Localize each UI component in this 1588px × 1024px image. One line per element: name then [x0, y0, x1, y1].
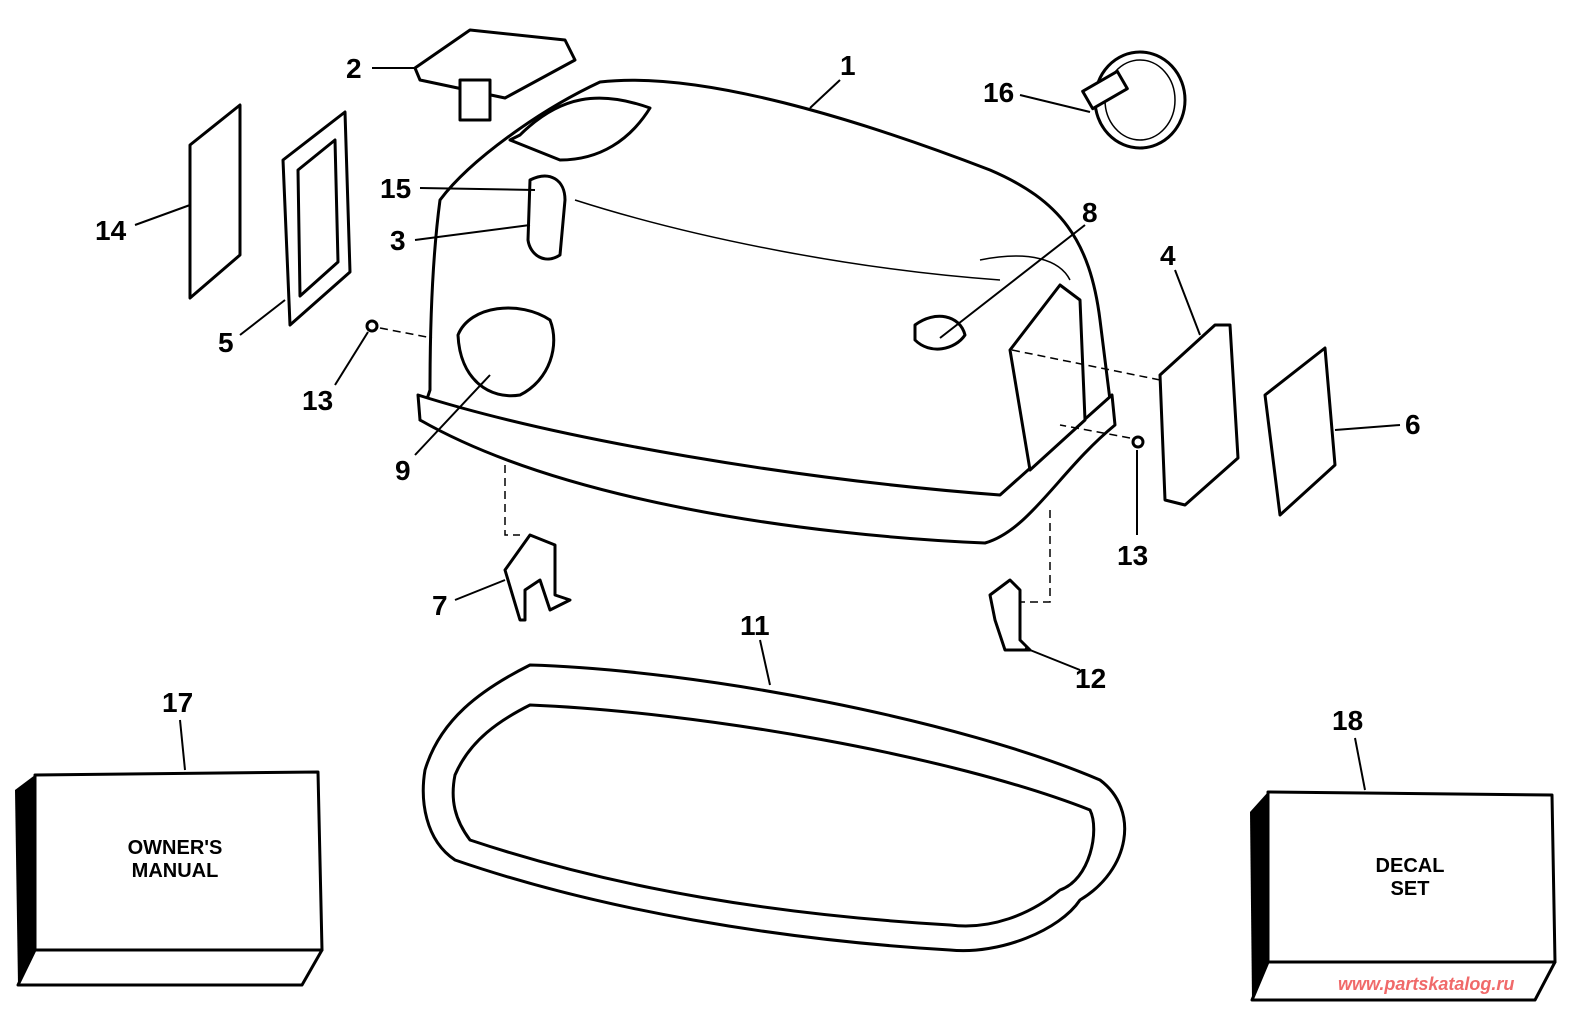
window-part-6[interactable] [1263, 346, 1337, 517]
bracket-part-12[interactable] [988, 578, 1032, 652]
watermark: www.partskatalog.ru [1338, 974, 1514, 994]
leader-lines [134, 67, 1401, 791]
callout-13-left: 13 [302, 385, 333, 416]
callout-3: 3 [390, 225, 406, 256]
callout-17: 17 [162, 687, 193, 718]
callout-12: 12 [1075, 663, 1106, 694]
frame-part-5[interactable] [281, 110, 352, 327]
callout-11: 11 [740, 610, 770, 641]
decal-set-part-18[interactable]: DECAL SET [1250, 790, 1557, 1002]
frame-part-4[interactable] [1158, 323, 1240, 507]
decal-set-line2: SET [1391, 878, 1430, 900]
screw-part-13-right[interactable] [1131, 435, 1145, 449]
screw-part-13-left[interactable] [365, 319, 379, 333]
callout-15: 15 [380, 173, 411, 204]
callout-1: 1 [840, 50, 856, 81]
callout-9: 9 [395, 455, 411, 486]
bracket-part-7[interactable] [503, 533, 572, 622]
decal-set-line1: DECAL [1376, 855, 1445, 877]
callout-5: 5 [218, 327, 234, 358]
callout-14: 14 [95, 215, 127, 246]
owners-manual-line2: MANUAL [132, 860, 219, 882]
callout-13-right: 13 [1117, 540, 1148, 571]
owners-manual-line1: OWNER'S [128, 837, 223, 859]
callout-16: 16 [983, 77, 1014, 108]
cable-part-16[interactable] [1081, 50, 1187, 150]
callout-2: 2 [346, 53, 362, 84]
seal-part-11[interactable] [421, 663, 1127, 953]
callout-7: 7 [432, 590, 448, 621]
window-part-14[interactable] [188, 103, 242, 300]
callout-4: 4 [1160, 240, 1176, 271]
latch-handle-part-2[interactable] [413, 28, 577, 122]
callout-18: 18 [1332, 705, 1363, 736]
owners-manual-part-17[interactable]: OWNER'S MANUAL [15, 770, 324, 987]
callout-8: 8 [1082, 197, 1098, 228]
engine-cover-part-1[interactable] [416, 78, 1117, 545]
callout-6: 6 [1405, 409, 1421, 440]
